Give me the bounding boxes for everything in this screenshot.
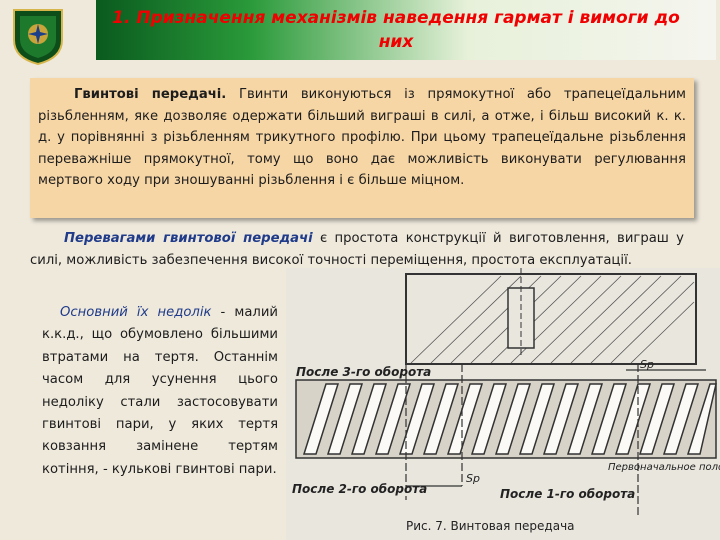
drawback-text: - малий к.к.д., що обумовлено більшими в… — [42, 305, 278, 477]
label-sp-top: Sp — [640, 358, 654, 371]
box-lead: Гвинтові передачі. — [74, 87, 227, 102]
figure-caption: Рис. 7. Винтовая передача — [406, 519, 575, 533]
nut-housing — [405, 273, 697, 365]
advantages-lead: Перевагами гвинтової передачі — [64, 231, 313, 246]
drawback-paragraph: Основний їх недолік - малий к.к.д., що о… — [42, 302, 278, 481]
screw-gear-figure: После 3-го оборота Sp Первоначальное пол… — [286, 268, 720, 540]
title-bar — [96, 0, 716, 60]
label-sp-bottom: Sp — [466, 472, 480, 485]
drawback-lead: Основний їх недолік — [60, 305, 212, 320]
advantages-paragraph: Перевагами гвинтової передачі є простота… — [30, 228, 684, 271]
emblem-icon — [13, 9, 63, 66]
advantages-text: є простота конструкції й виготовлення, в… — [30, 231, 684, 268]
box-text: Гвинти виконуються із прямокутної або тр… — [38, 87, 686, 188]
page-title: 1. Призначення механізмів наведення гарм… — [112, 8, 680, 52]
screw-gears-box: Гвинтові передачі. Гвинти виконуються із… — [30, 78, 694, 218]
label-initial: Первоначальное положение гайки — [608, 462, 720, 473]
label-after2: После 2-го оборота — [292, 482, 427, 496]
label-after1: После 1-го оборота — [500, 487, 635, 501]
label-after3: После 3-го оборота — [296, 365, 431, 379]
